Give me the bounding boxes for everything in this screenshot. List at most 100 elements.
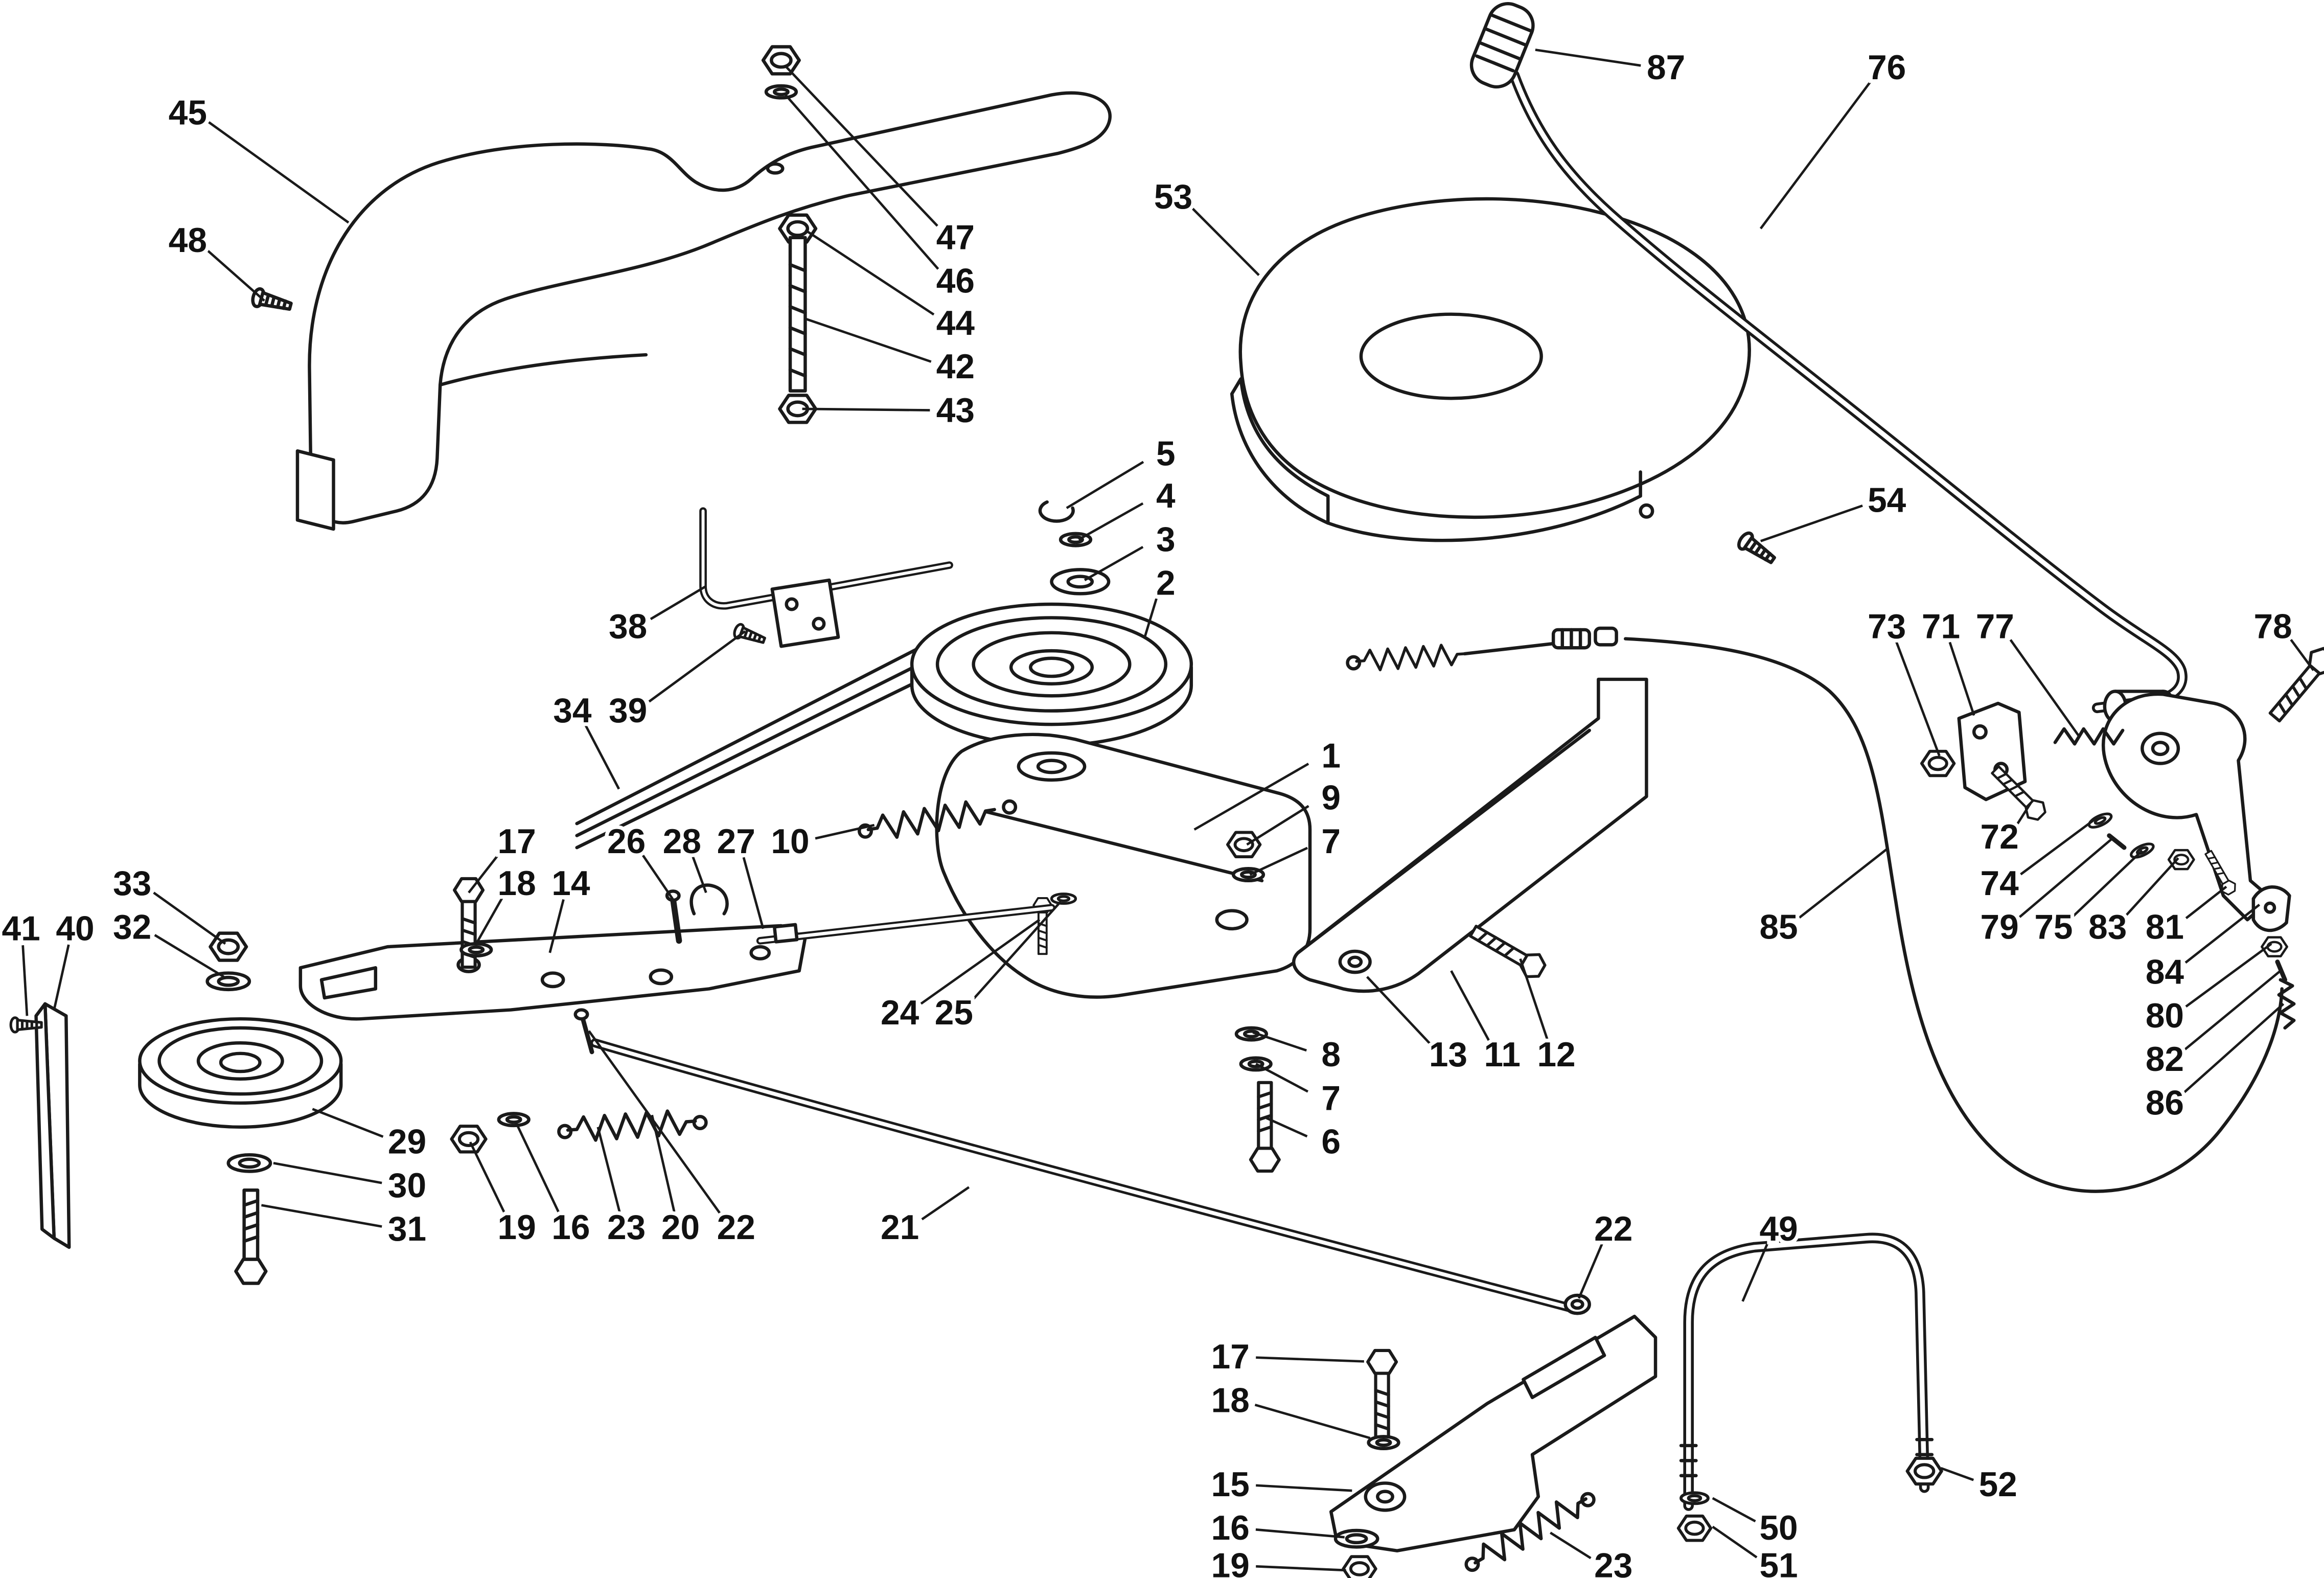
brake-rod [590,1038,1591,1315]
leader-line-23 [596,1127,621,1213]
part-label-12: 12 [1537,1036,1575,1074]
part-label-7: 7 [1321,822,1341,861]
washer-75 [2129,841,2155,860]
leader-line-17 [1256,1356,1364,1363]
part-label-22: 22 [717,1208,755,1247]
part-label-1: 1 [1321,737,1341,775]
leader-line-82 [2184,970,2282,1050]
part-label-52: 52 [1979,1466,2017,1504]
cable-loop [1624,637,2284,1193]
leader-line-3 [1084,545,1144,581]
leader-line-46 [783,93,939,270]
leader-line-17 [468,853,500,894]
part-label-24: 24 [881,994,919,1032]
control-rod [1469,2,2188,714]
part-label-47: 47 [936,218,975,257]
screw-39 [733,623,767,647]
part-label-79: 79 [1981,908,2019,946]
leader-line-28 [692,856,707,894]
belt-keeper [11,1002,71,1249]
part-label-48: 48 [169,221,207,260]
leader-line-79 [2018,837,2113,918]
tension-bracket-rod [699,507,953,647]
idler-hardware [1038,500,1111,596]
part-label-18: 18 [1211,1381,1250,1420]
leader-line-16 [1255,1528,1345,1539]
leader-line-25 [971,901,1062,1002]
nut-19a [452,1126,486,1152]
leader-line-7 [1255,1063,1309,1093]
leader-line-2 [1143,598,1158,638]
part-label-43: 43 [936,391,975,429]
washer-50 [1681,1493,1708,1503]
part-label-25: 25 [935,994,973,1032]
washer-30 [228,1155,270,1171]
leader-line-50 [1712,1497,1756,1523]
rear-bracket [1329,1314,1658,1578]
leader-line-6 [1265,1117,1308,1138]
part-label-28: 28 [663,822,701,861]
leader-line-23 [1550,1531,1592,1560]
part-label-71: 71 [1922,608,1960,646]
leader-line-1 [1193,763,1309,831]
washer-18a [461,944,491,956]
part-label-44: 44 [936,304,975,342]
leader-line-41 [21,945,29,1016]
leader-line-27 [742,857,765,929]
part-label-33: 33 [113,864,151,903]
leader-line-38 [650,585,707,621]
leader-line-47 [785,65,938,227]
leader-line-33 [153,891,226,945]
part-label-80: 80 [2146,997,2184,1035]
handle-grip [1469,2,1535,89]
part-label-4: 4 [1156,477,1176,515]
cable-spring [1356,644,1466,672]
part-label-41: 41 [2,909,40,948]
leader-line-15 [1256,1484,1352,1492]
part-label-39: 39 [609,692,647,730]
leader-line-80 [2185,943,2272,1008]
leader-line-39 [648,630,746,703]
leader-line-14 [548,899,565,953]
leader-line-51 [1712,1525,1758,1559]
part-label-27: 27 [717,822,755,861]
clutch-plate [935,733,1312,1171]
part-label-19: 19 [1211,1547,1250,1578]
bolt-31 [236,1190,266,1283]
part-label-76: 76 [1868,49,1906,87]
leader-line-83 [2125,857,2179,917]
lift-bracket [1292,677,1648,993]
part-label-42: 42 [936,348,975,386]
leader-line-22 [588,1030,722,1216]
part-label-13: 13 [1429,1036,1467,1074]
idler-pulley [910,602,1193,747]
part-label-16: 16 [1211,1509,1250,1547]
leader-line-74 [2020,816,2098,876]
part-label-77: 77 [1976,608,2014,646]
leader-line-19 [469,1141,506,1214]
bushing-13 [1338,949,1372,974]
pin-26 [670,896,682,944]
leader-line-5 [1066,461,1144,509]
part-label-49: 49 [1759,1210,1798,1248]
leader-line-18 [475,897,504,945]
leader-line-52 [1940,1467,1974,1481]
part-label-46: 46 [936,262,975,301]
spring-86 [2277,978,2296,1030]
leader-line-81 [2185,885,2227,920]
nut-9 [1228,832,1260,857]
part-label-23: 23 [607,1208,646,1247]
clip-22b [1563,1293,1591,1315]
washer-32 [208,973,249,990]
part-label-22: 22 [1594,1210,1632,1248]
screw-48 [251,288,293,315]
part-label-81: 81 [2146,908,2184,946]
part-label-73: 73 [1868,608,1906,646]
clutch-cable [1346,626,2284,1193]
part-label-38: 38 [609,608,647,646]
washer-18b [1369,1436,1399,1449]
part-label-75: 75 [2034,908,2073,946]
part-label-31: 31 [388,1210,426,1248]
